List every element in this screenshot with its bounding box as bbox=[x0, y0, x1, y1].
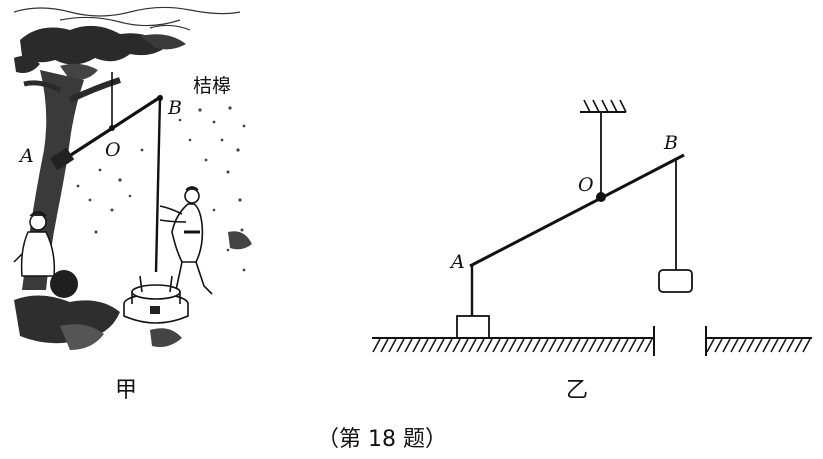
well-pole bbox=[154, 97, 162, 273]
hatch-mark bbox=[572, 338, 581, 353]
hatch-mark bbox=[786, 338, 795, 353]
left-illustration bbox=[13, 6, 252, 350]
ground-block bbox=[456, 315, 490, 339]
hatch-mark bbox=[564, 338, 573, 353]
ground-hatch-right bbox=[706, 338, 811, 353]
hatch-mark bbox=[604, 338, 613, 353]
pivot-o bbox=[596, 192, 606, 202]
hatch-mark bbox=[802, 338, 811, 353]
hatch-mark bbox=[428, 338, 437, 353]
hatch-mark bbox=[754, 338, 763, 353]
hatch-mark bbox=[794, 338, 803, 353]
hatch-mark bbox=[388, 338, 397, 353]
hatch-mark bbox=[396, 338, 405, 353]
hatch-mark bbox=[444, 338, 453, 353]
hatch-mark bbox=[420, 338, 429, 353]
hatch-mark bbox=[372, 338, 381, 353]
left-label-b: B bbox=[167, 97, 182, 119]
hatch-mark bbox=[612, 338, 621, 353]
problem-caption: （第 18 题） bbox=[317, 427, 447, 452]
jiegao-label: 桔槔 bbox=[193, 75, 231, 97]
hatch-mark bbox=[778, 338, 787, 353]
hatch-mark bbox=[722, 338, 731, 353]
hatch-mark bbox=[548, 338, 557, 353]
well-curb bbox=[123, 275, 189, 324]
right-label-a: A bbox=[449, 251, 465, 273]
left-label-a: A bbox=[18, 145, 34, 167]
hatch-mark bbox=[540, 338, 549, 353]
tree-canopy bbox=[14, 25, 186, 81]
hatch-mark bbox=[452, 338, 461, 353]
hatch-mark bbox=[770, 338, 779, 353]
hatch-mark bbox=[476, 338, 485, 353]
hatch-mark bbox=[524, 338, 533, 353]
hatch-mark bbox=[492, 338, 501, 353]
ceiling-hatch bbox=[583, 99, 627, 113]
rocks-shrubs bbox=[14, 231, 252, 350]
cloud-decoration bbox=[13, 6, 241, 31]
right-caption: 乙 bbox=[566, 378, 588, 403]
hatch-mark bbox=[588, 338, 597, 353]
hatch-mark bbox=[714, 338, 723, 353]
hatch-mark bbox=[484, 338, 493, 353]
hatch-mark bbox=[532, 338, 541, 353]
right-label-o: O bbox=[578, 174, 594, 196]
hatch-mark bbox=[762, 338, 771, 353]
counterweight bbox=[49, 147, 75, 171]
right-label-b: B bbox=[663, 132, 678, 154]
person-pulling bbox=[159, 186, 213, 297]
hatch-mark bbox=[746, 338, 755, 353]
hanging-weight bbox=[658, 269, 693, 293]
hatch-mark bbox=[730, 338, 739, 353]
hatch-mark bbox=[620, 338, 629, 353]
lever-ab bbox=[469, 153, 685, 268]
hatch-mark bbox=[436, 338, 445, 353]
hatch-mark bbox=[636, 338, 645, 353]
hatch-mark bbox=[596, 338, 605, 353]
hatch-mark bbox=[628, 338, 637, 353]
ground-hatch-left bbox=[372, 338, 653, 353]
hatch-mark bbox=[644, 338, 653, 353]
left-caption: 甲 bbox=[115, 378, 137, 403]
ground-texture bbox=[76, 106, 246, 272]
left-label-o: O bbox=[105, 139, 121, 161]
hatch-mark bbox=[556, 338, 565, 353]
pivot-point bbox=[109, 125, 115, 131]
hatch-mark bbox=[468, 338, 477, 353]
hatch-mark bbox=[404, 338, 413, 353]
hatch-mark bbox=[460, 338, 469, 353]
right-schematic bbox=[372, 99, 812, 356]
hatch-mark bbox=[508, 338, 517, 353]
hatch-mark bbox=[412, 338, 421, 353]
hatch-mark bbox=[380, 338, 389, 353]
hatch-mark bbox=[738, 338, 747, 353]
hatch-mark bbox=[500, 338, 509, 353]
water-jar bbox=[50, 270, 78, 298]
hatch-mark bbox=[580, 338, 589, 353]
hatch-mark bbox=[706, 338, 715, 353]
hatch-mark bbox=[516, 338, 525, 353]
